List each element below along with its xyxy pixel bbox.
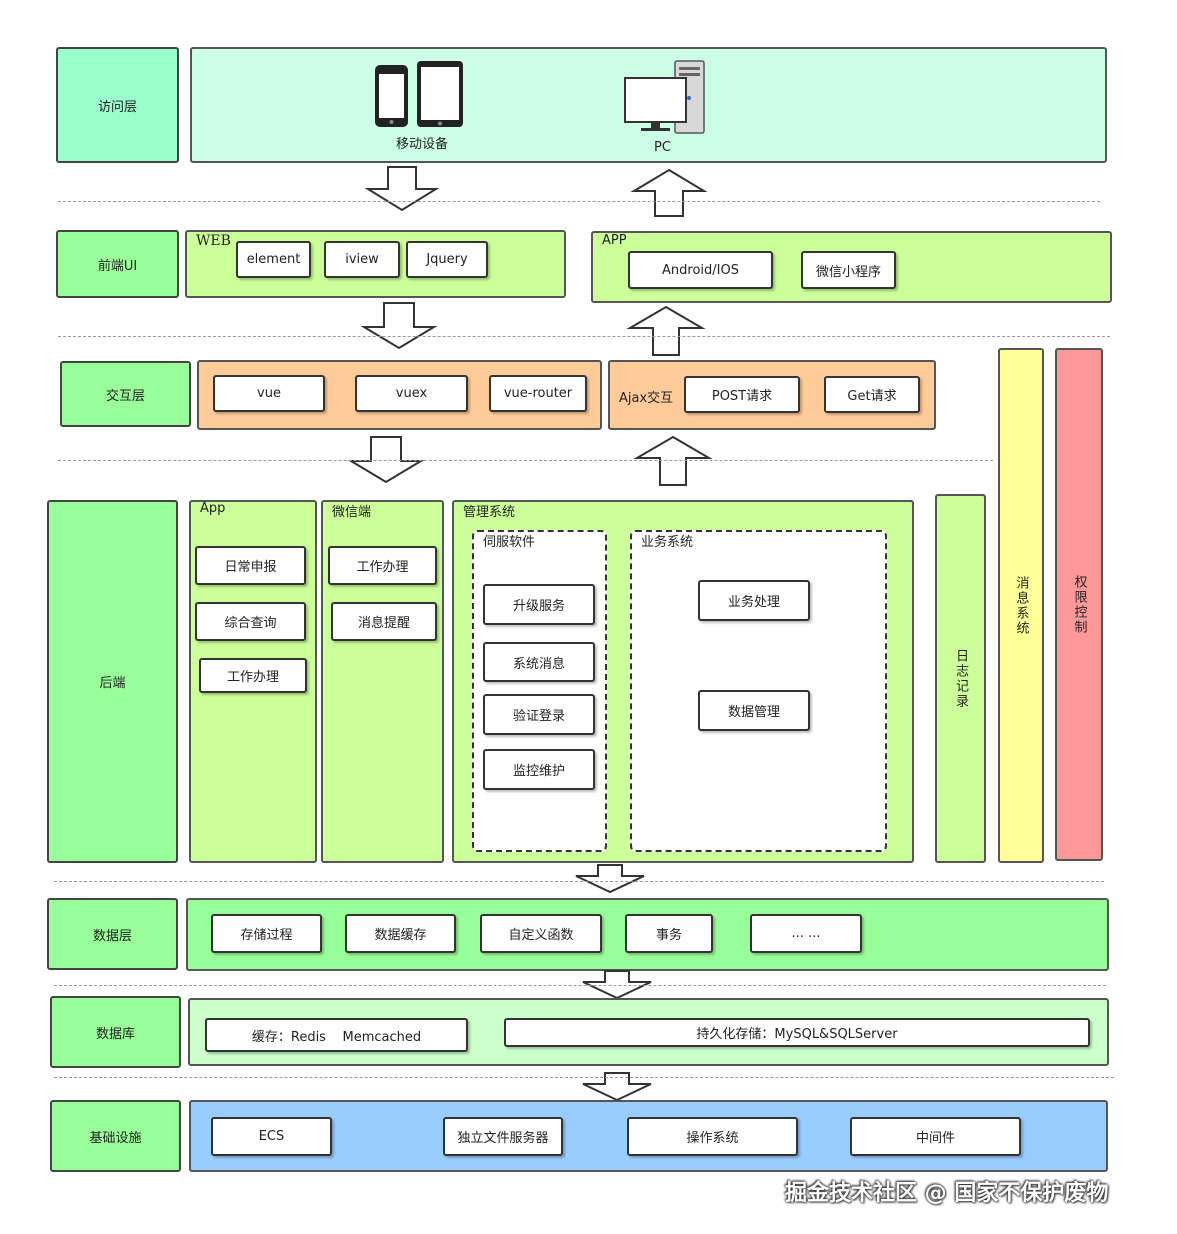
backend-app-item: 日常申报 xyxy=(195,546,306,585)
business-system-item: 业务处理 xyxy=(698,580,810,621)
arrow-up-icon xyxy=(633,435,713,486)
message-system-panel: 消息系统 xyxy=(998,348,1044,863)
arrow-down-icon xyxy=(582,1072,652,1102)
log-record-panel: 日志记录 xyxy=(935,494,986,863)
arrow-up-icon xyxy=(626,305,706,356)
data-layer-item: 事务 xyxy=(625,914,713,953)
data-layer-item: 数据缓存 xyxy=(345,914,456,953)
vue-item-vuex: vuex xyxy=(355,375,468,412)
ajax-item-post: POST请求 xyxy=(684,376,800,413)
database-persist-item: 持久化存储：MySQL&SQLServer xyxy=(504,1018,1090,1047)
data-layer-panel xyxy=(186,898,1109,971)
watermark-text: 掘金技术社区 @ 国家不保护废物 xyxy=(785,1181,1109,1206)
backend-wechat-item: 工作办理 xyxy=(328,546,437,585)
log-record-label: 日志记录 xyxy=(953,648,968,709)
infrastructure-item: 操作系统 xyxy=(627,1117,798,1156)
business-system-item: 数据管理 xyxy=(698,690,810,731)
data-layer-item: ... ... xyxy=(750,914,862,953)
phone-tablet-icon xyxy=(375,61,463,127)
divider xyxy=(54,881,1104,882)
server-software-title: 伺服软件 xyxy=(483,535,536,550)
layer-label-frontend: 前端UI xyxy=(56,230,179,298)
divider xyxy=(58,201,1100,202)
app-item-android-ios: Android/IOS xyxy=(628,251,773,289)
backend-app-item: 工作办理 xyxy=(199,658,307,693)
arrow-down-icon xyxy=(360,302,438,350)
pc-label: PC xyxy=(654,140,671,155)
arrow-up-icon xyxy=(630,168,708,217)
ajax-label: Ajax交互 xyxy=(619,391,674,406)
arrow-down-icon xyxy=(347,436,425,484)
data-layer-item: 自定义函数 xyxy=(480,914,602,953)
backend-wechat-item: 消息提醒 xyxy=(331,602,437,641)
vue-item-vue-router: vue-router xyxy=(489,375,587,412)
divider xyxy=(54,1077,1114,1078)
web-title: WEB xyxy=(196,233,231,249)
data-layer-item: 存储过程 xyxy=(211,914,322,953)
divider xyxy=(54,985,1106,986)
database-cache-item: 缓存：Redis Memcached xyxy=(205,1018,468,1052)
web-item-iview: iview xyxy=(324,241,400,278)
app-item-wechat-miniprogram: 微信小程序 xyxy=(801,251,896,289)
arrow-down-icon xyxy=(575,864,645,894)
divider xyxy=(58,460,993,461)
ajax-item-get: Get请求 xyxy=(824,376,920,413)
layer-label-interaction: 交互层 xyxy=(60,361,191,427)
app-title: APP xyxy=(602,233,627,248)
business-system-title: 业务系统 xyxy=(641,535,694,550)
web-item-jquery: Jquery xyxy=(406,241,488,278)
message-system-label: 消息系统 xyxy=(1013,575,1029,636)
mobile-label: 移动设备 xyxy=(396,137,449,152)
infrastructure-item: 独立文件服务器 xyxy=(443,1117,563,1156)
layer-label-data: 数据层 xyxy=(47,898,178,970)
web-item-element: element xyxy=(236,241,311,278)
server-software-item: 系统消息 xyxy=(483,642,595,682)
server-software-item: 监控维护 xyxy=(483,749,595,790)
backend-app-item: 综合查询 xyxy=(195,602,306,641)
server-software-group xyxy=(472,530,607,852)
server-software-item: 升级服务 xyxy=(483,584,595,625)
permission-control-panel: 权限控制 xyxy=(1055,348,1103,861)
infrastructure-item: 中间件 xyxy=(850,1117,1021,1156)
layer-label-database: 数据库 xyxy=(50,996,181,1068)
server-software-item: 验证登录 xyxy=(483,694,595,735)
desktop-computer-icon xyxy=(624,60,705,134)
divider xyxy=(58,336,1110,337)
vue-item-vue: vue xyxy=(213,375,325,412)
backend-mgmt-title: 管理系统 xyxy=(463,505,516,520)
infrastructure-item: ECS xyxy=(211,1117,332,1156)
backend-wechat-title: 微信端 xyxy=(332,505,372,520)
arrow-down-icon xyxy=(364,166,440,212)
backend-app-title: App xyxy=(200,501,226,516)
layer-label-infrastructure: 基础设施 xyxy=(50,1100,181,1172)
layer-label-backend: 后端 xyxy=(47,500,178,863)
arrow-down-icon xyxy=(582,970,652,1000)
layer-label-access: 访问层 xyxy=(56,47,179,163)
permission-control-label: 权限控制 xyxy=(1071,574,1087,635)
